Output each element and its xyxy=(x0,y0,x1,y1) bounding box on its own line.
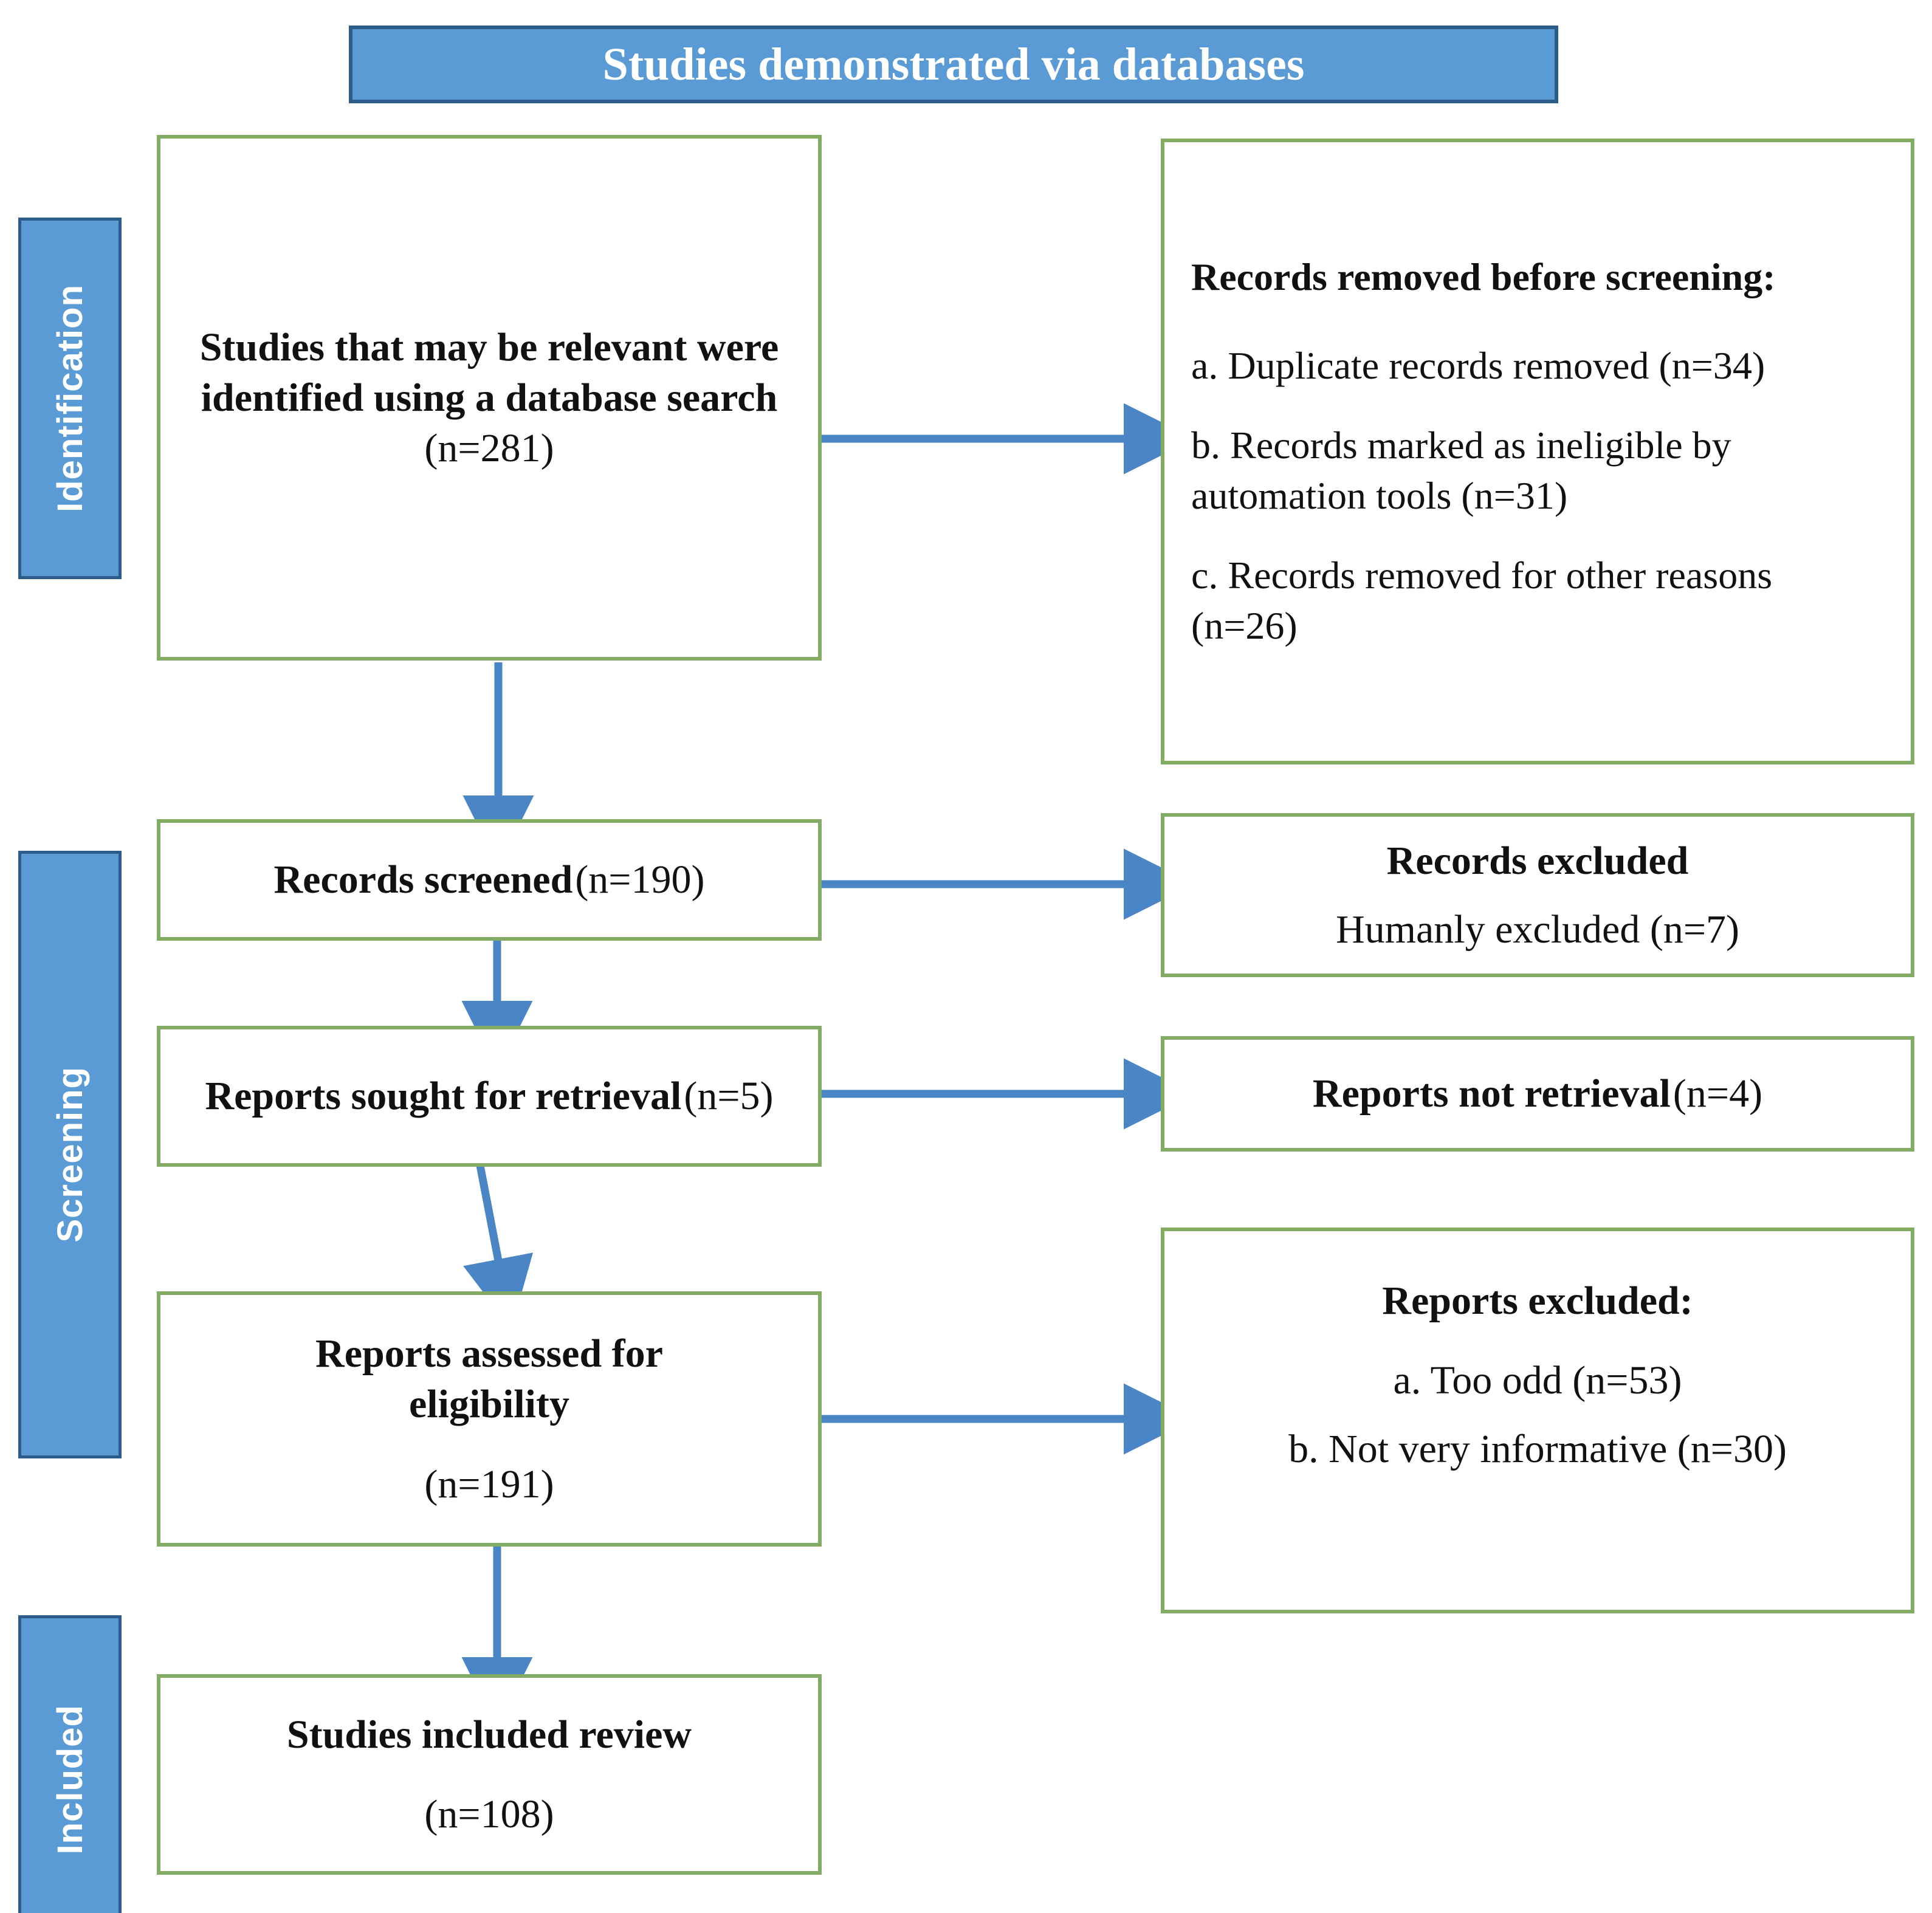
identification-source-bold: Studies that may be relevant were identi… xyxy=(199,325,779,420)
reports-assessed-line1: Reports assessed for xyxy=(315,1331,663,1376)
stage-bar-identification: Identification xyxy=(18,218,122,579)
box-studies-included: Studies included review (n=108) xyxy=(157,1674,822,1875)
arrow-sought-to-assessed xyxy=(463,1164,534,1330)
diagram-header-title: Studies demonstrated via databases xyxy=(602,38,1305,90)
reports-not-retrieved-count: (n=4) xyxy=(1672,1071,1763,1116)
box-reports-not-retrieved: Reports not retrieval (n=4) xyxy=(1161,1036,1914,1152)
records-excluded-detail: Humanly excluded (n=7) xyxy=(1335,907,1740,952)
records-excluded-heading: Records excluded xyxy=(1386,838,1689,883)
reports-excluded-item-b: b. Not very informative (n=30) xyxy=(1288,1427,1787,1472)
reports-excluded-item-a: a. Too odd (n=53) xyxy=(1393,1358,1682,1403)
reports-excluded-heading: Reports excluded: xyxy=(1382,1278,1693,1323)
records-removed-item-b: b. Records marked as ineligible by autom… xyxy=(1191,423,1731,517)
stage-label-included: Included xyxy=(50,1704,90,1855)
identification-source-count: (n=281) xyxy=(424,426,554,471)
stage-bar-included: Included xyxy=(18,1615,122,1913)
records-screened-count: (n=190) xyxy=(575,857,705,902)
records-screened-bold: Records screened xyxy=(273,857,573,902)
reports-assessed-count: (n=191) xyxy=(424,1461,554,1506)
stage-bar-screening: Screening xyxy=(18,851,122,1458)
reports-not-retrieved-bold: Reports not retrieval xyxy=(1312,1071,1671,1116)
identification-source-text: Studies that may be relevant were identi… xyxy=(188,322,790,473)
box-records-screened: Records screened (n=190) xyxy=(157,819,822,941)
box-reports-sought: Reports sought for retrieval (n=5) xyxy=(157,1026,822,1167)
box-reports-assessed: Reports assessed for eligibility (n=191) xyxy=(157,1291,822,1547)
records-screened-text: Records screened (n=190) xyxy=(188,854,790,905)
box-records-removed: Records removed before screening: a. Dup… xyxy=(1161,139,1914,764)
stage-label-screening: Screening xyxy=(50,1066,90,1243)
studies-included-count: (n=108) xyxy=(424,1792,554,1836)
box-identification-source: Studies that may be relevant were identi… xyxy=(157,135,822,661)
box-records-excluded: Records excluded Humanly excluded (n=7) xyxy=(1161,813,1914,977)
records-removed-item-a: a. Duplicate records removed (n=34) xyxy=(1191,343,1765,387)
reports-sought-count: (n=5) xyxy=(684,1074,774,1119)
reports-sought-bold: Reports sought for retrieval xyxy=(205,1074,682,1119)
stage-label-identification: Identification xyxy=(50,284,90,512)
diagram-header-bar: Studies demonstrated via databases xyxy=(349,26,1558,103)
records-removed-item-c: c. Records removed for other reasons (n=… xyxy=(1191,554,1773,648)
reports-not-retrieved-text: Reports not retrieval (n=4) xyxy=(1192,1068,1883,1119)
studies-included-bold: Studies included review xyxy=(286,1712,692,1757)
box-reports-excluded: Reports excluded: a. Too odd (n=53) b. N… xyxy=(1161,1228,1914,1613)
reports-assessed-line2: eligibility xyxy=(409,1382,569,1427)
reports-sought-text: Reports sought for retrieval (n=5) xyxy=(188,1071,790,1121)
records-removed-heading: Records removed before screening: xyxy=(1191,255,1776,299)
